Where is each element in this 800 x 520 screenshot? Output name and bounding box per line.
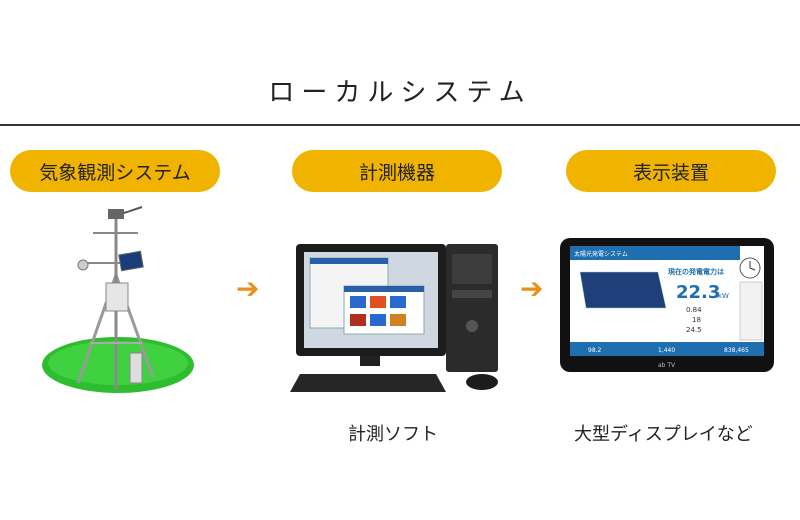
page-title: ローカルシステム xyxy=(268,78,532,108)
computer-image xyxy=(290,244,498,392)
display-footer-right: 838,465 xyxy=(724,347,749,354)
arrow-right-icon: ➔ xyxy=(236,272,260,305)
display-brand: ab TV xyxy=(658,362,676,369)
display-today: 0.84 xyxy=(686,306,702,314)
display-footer-mid: 1,440 xyxy=(658,347,675,354)
weather-station-image xyxy=(42,206,194,393)
arrow-right-icon: ➔ xyxy=(520,272,544,305)
display-footer-left: 98.2 xyxy=(588,347,602,354)
display-image: 太陽光発電システム 現在の発電電力は 22.3 kW 0.84 18 24.5 … xyxy=(560,238,774,372)
display-headline: 現在の発電電力は xyxy=(668,267,724,276)
display-temperature: 18 xyxy=(692,316,701,324)
display-power-unit: kW xyxy=(718,292,729,300)
caption-measurement-software: 計測ソフト xyxy=(348,424,438,445)
step-measurement-label: 計測機器 xyxy=(292,150,502,192)
display-radiation: 24.5 xyxy=(686,326,702,334)
caption-large-display: 大型ディスプレイなど xyxy=(574,424,753,445)
step-display-label: 表示装置 xyxy=(566,150,776,192)
step-weather-label: 気象観測システム xyxy=(10,150,220,192)
display-header: 太陽光発電システム xyxy=(574,250,628,258)
title-divider xyxy=(0,124,800,126)
display-power-value: 22.3 xyxy=(676,282,720,303)
